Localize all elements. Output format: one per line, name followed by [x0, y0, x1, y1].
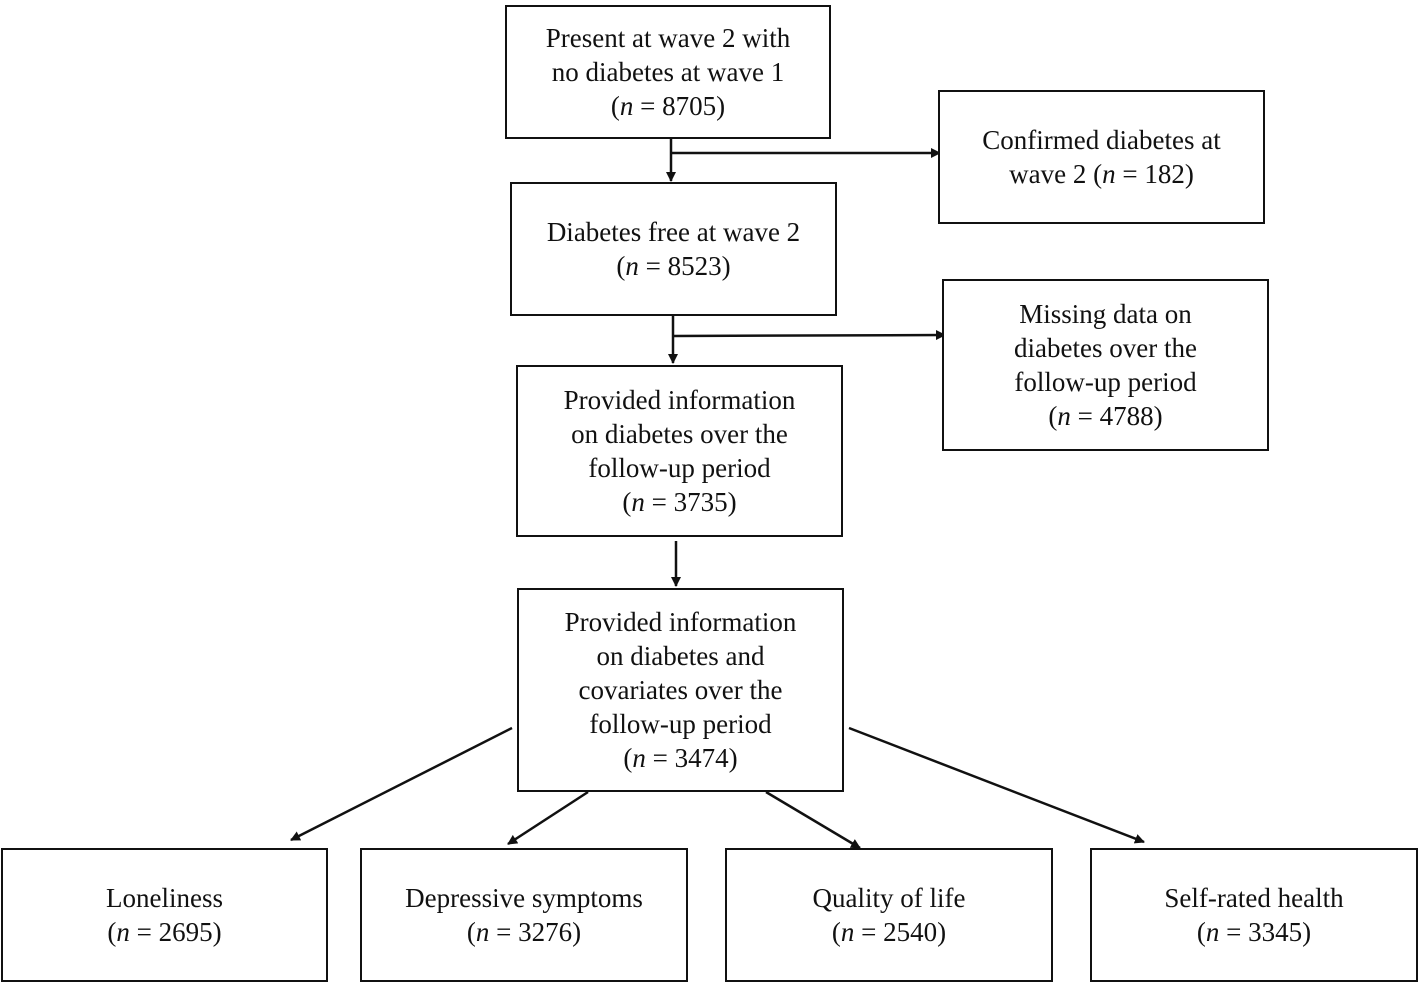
box-loneliness: Loneliness (n = 2695) [1, 848, 328, 982]
n-label: n [840, 917, 855, 947]
n-label: n [1057, 401, 1071, 431]
box-line: on diabetes over the [571, 419, 788, 449]
count-prefix: ( [1048, 401, 1058, 431]
box-diabetes-free: Diabetes free at wave 2 (n = 8523) [510, 182, 837, 316]
box-line: Confirmed diabetes at [982, 125, 1221, 155]
count-prefix: ( [623, 743, 633, 773]
count-value: = 3345) [1219, 917, 1312, 947]
count-prefix: ( [1196, 917, 1206, 947]
n-label: n [116, 917, 130, 947]
n-label: n [632, 743, 646, 773]
box-count: (n = 3474) [623, 741, 737, 775]
count-prefix: ( [610, 91, 620, 121]
box-count: (n = 3735) [622, 485, 736, 519]
box-depressive-symptoms: Depressive symptoms (n = 3276) [360, 848, 688, 982]
arrow-to-quality [765, 790, 861, 850]
count-prefix: ( [466, 917, 476, 947]
box-count: (n = 2540) [832, 915, 946, 949]
box-line: follow-up period [589, 709, 772, 739]
box-count: (n = 4788) [1048, 399, 1162, 433]
box-line: Depressive symptoms [405, 883, 643, 913]
box-line: Present at wave 2 with [545, 23, 791, 53]
count-value: = 3276) [489, 917, 582, 947]
n-label: n [619, 91, 634, 121]
box-line: Quality of life [812, 883, 966, 913]
box-line: Provided information [563, 385, 796, 415]
box-self-rated-health: Self-rated health (n = 3345) [1090, 848, 1418, 982]
box-line: covariates over the [578, 675, 783, 705]
box-line: no diabetes at wave 1 [551, 57, 785, 87]
box-line: Missing data on [1019, 299, 1192, 329]
box-line: Provided information [564, 607, 797, 637]
n-label: n [1205, 917, 1220, 947]
arrow-to-depressive [507, 790, 589, 846]
box-count: wave 2 (n = 182) [1009, 157, 1194, 191]
box-line: follow-up period [1014, 367, 1197, 397]
n-label: n [631, 487, 645, 517]
box-line: Self-rated health [1164, 883, 1344, 913]
count-prefix: ( [622, 487, 632, 517]
count-value: = 2540) [854, 917, 947, 947]
box-confirmed-diabetes: Confirmed diabetes at wave 2 (n = 182) [938, 90, 1265, 224]
box-count: (n = 2695) [107, 915, 221, 949]
count-value: = 8705) [633, 91, 726, 121]
count-prefix: ( [616, 251, 626, 281]
box-line: diabetes over the [1014, 333, 1197, 363]
n-label: n [475, 917, 490, 947]
arrow-to-loneliness [290, 726, 513, 842]
count-value: = 3735) [644, 487, 737, 517]
box-count: (n = 3345) [1197, 915, 1311, 949]
count-value: = 2695) [129, 917, 222, 947]
count-value: = 4788) [1070, 401, 1163, 431]
box-line: Diabetes free at wave 2 [546, 217, 801, 247]
box-line: Loneliness [106, 883, 223, 913]
box-provided-information: Provided information on diabetes over th… [516, 365, 843, 537]
count-value: = 3474) [645, 743, 738, 773]
box-present-wave2: Present at wave 2 with no diabetes at wa… [505, 5, 831, 139]
count-value: = 182) [1115, 159, 1194, 189]
box-quality-of-life: Quality of life (n = 2540) [725, 848, 1053, 982]
arrow-to-missing [672, 330, 946, 341]
count-prefix: wave 2 ( [1009, 159, 1103, 189]
count-prefix: ( [107, 917, 117, 947]
count-prefix: ( [831, 917, 841, 947]
box-count: (n = 8705) [611, 89, 725, 123]
box-missing-data: Missing data on diabetes over the follow… [942, 279, 1269, 451]
box-count: (n = 8523) [616, 249, 730, 283]
arrow-to-selfrated [848, 726, 1145, 844]
box-line: on diabetes and [596, 641, 765, 671]
n-label: n [1102, 159, 1116, 189]
n-label: n [625, 251, 639, 281]
box-line: follow-up period [588, 453, 771, 483]
count-value: = 8523) [638, 251, 731, 281]
box-count: (n = 3276) [467, 915, 581, 949]
box-covariates: Provided information on diabetes and cov… [517, 588, 844, 792]
